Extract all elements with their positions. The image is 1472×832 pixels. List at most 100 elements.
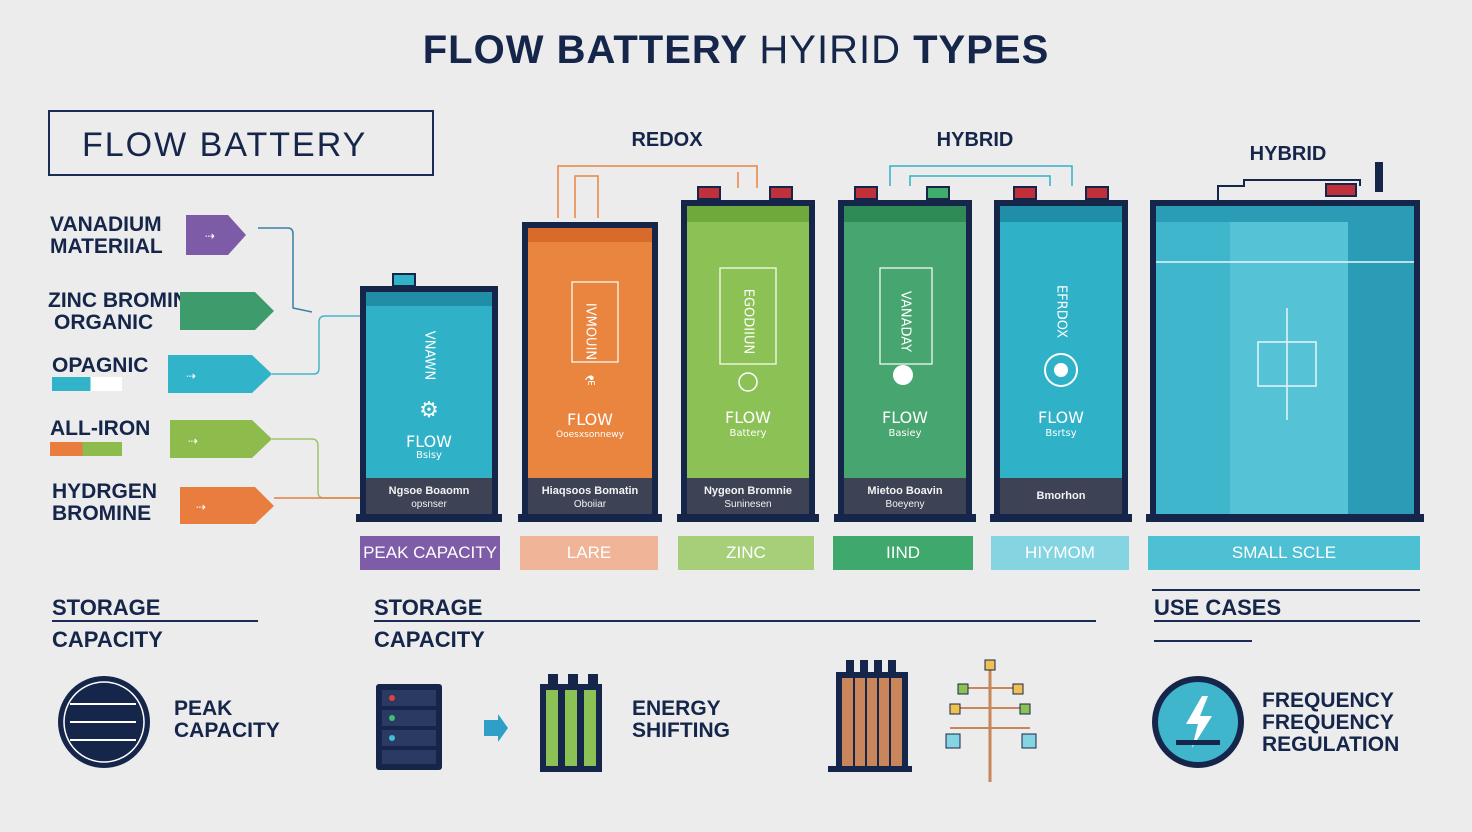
- title-part3: TYPES: [913, 28, 1050, 72]
- peak-line1: PEAK: [174, 697, 233, 720]
- svg-text:⇢: ⇢: [196, 500, 206, 514]
- battery-5-flow: FLOW: [1038, 408, 1084, 427]
- battery-3-flow: FLOW: [725, 408, 771, 427]
- title-part2: HYIRID: [759, 28, 901, 72]
- battery-3-base-line1: Nygeon Bromnie: [703, 485, 792, 497]
- battery-2-base: Hiaqsoos Bomatin Oboiiar: [528, 485, 652, 511]
- material-line2: BROMINE: [52, 502, 152, 525]
- battery-4-vertical-text: VANADAY: [897, 290, 913, 353]
- material-label-organic: OPAGNIC: [52, 355, 148, 377]
- battery-5-vertical-wrap: EFRDOX: [1000, 280, 1122, 340]
- material-label-zinc-bromine: ZINC BROMINE, ORGANIC: [48, 290, 208, 334]
- section-storage-capacity-2: STORAGE CAPACITY: [374, 592, 485, 656]
- svg-text:⇢: ⇢: [205, 229, 215, 243]
- battery-2-icon: ⚗: [584, 374, 596, 389]
- battery-cell-2: [518, 222, 662, 522]
- battery-cell-3: [677, 186, 819, 522]
- material-label-vanadium: VANADIUM MATERIIAL: [50, 214, 163, 258]
- battery-cell-4: [834, 186, 976, 522]
- battery-1-base: Ngsoe Boaomn opsnser: [366, 485, 492, 511]
- battery-4-flow: FLOW: [882, 408, 928, 427]
- material-tag-organic: ⇢: [168, 355, 272, 393]
- use-case-frequency-regulation: FREQUENCY FREQUENCY REGULATION: [1262, 690, 1399, 756]
- battery-4-sub: Basiey: [888, 428, 922, 439]
- battery-2-base-line1: Hiaqsoos Bomatin: [541, 485, 639, 497]
- battery-1-sub: Bsisy: [416, 450, 442, 461]
- section-line2: CAPACITY: [374, 627, 485, 652]
- battery-1-base-line2: opsnser: [411, 499, 447, 510]
- material-line2: MATERIIAL: [50, 235, 163, 258]
- section-storage-capacity-1: STORAGE CAPACITY: [52, 592, 163, 656]
- battery-3-vertical-wrap: EGODIIUN: [687, 289, 809, 354]
- material-label-hydrogen-bromine: HYDRGEN BROMINE: [52, 481, 157, 525]
- battery-3-base: Nygeon Bromnie Suninesen: [687, 485, 809, 511]
- organic-swatch: [52, 377, 122, 391]
- section-3-rule: [1154, 620, 1420, 622]
- section-line2: CAPACITY: [52, 627, 163, 652]
- scale-bar-1: PEAK CAPACITY: [360, 536, 500, 570]
- material-label-all-iron: ALL-IRON: [50, 418, 150, 440]
- svg-text:⇢: ⇢: [186, 369, 196, 383]
- group-label-hybrid-1: HYBRID: [937, 129, 1014, 151]
- material-tag-vanadium: ⇢: [186, 215, 246, 255]
- battery-top-connectors: [557, 165, 1073, 218]
- page-title: FLOW BATTERY HYIRID TYPES: [0, 28, 1472, 73]
- scale-bar-4: IIND: [833, 536, 973, 570]
- freq-line1: FREQUENCY: [1262, 689, 1394, 712]
- section-line1: STORAGE: [52, 595, 161, 620]
- battery-3-base-line2: Suninesen: [724, 499, 772, 510]
- battery-5-base: Bmorhon: [1000, 490, 1122, 503]
- battery-1-vertical-wrap: VNAWN: [366, 320, 492, 390]
- all-iron-swatch: [50, 442, 122, 456]
- battery-cell-6: [1146, 162, 1424, 522]
- material-connectors: [258, 227, 360, 499]
- title-part1: FLOW BATTERY: [422, 28, 748, 72]
- material-line1: ALL-IRON: [50, 417, 151, 440]
- section-line1: STORAGE: [374, 595, 483, 620]
- material-tag-zinc-bromine: [180, 292, 274, 330]
- freq-line2: FREQUENCY: [1262, 711, 1394, 734]
- battery-1-icon: ⚙: [419, 398, 439, 423]
- material-tag-hydrogen-bromine: ⇢: [180, 487, 274, 524]
- battery-2-sub: Ooesxsonnewy: [556, 430, 624, 440]
- scale-bar-5: HIYMOM: [991, 536, 1129, 570]
- material-line1: VANADIUM: [50, 213, 162, 236]
- battery-4-vertical-wrap: VANADAY: [844, 290, 966, 352]
- group-label-hybrid-2: HYBRID: [1250, 143, 1327, 165]
- battery-3-vertical-text: EGODIIUN: [740, 288, 756, 355]
- scale-bar-6: SMALL SCLE: [1148, 536, 1420, 570]
- battery-5-vertical-text: EFRDOX: [1053, 284, 1069, 339]
- scale-bar-3: ZINC: [678, 536, 814, 570]
- battery-1-flow: FLOW: [406, 432, 452, 451]
- energy-line1: ENERGY: [632, 697, 721, 720]
- battery-3-sub: Battery: [729, 428, 767, 439]
- battery-2-vertical-wrap: IVMOUIN: [528, 300, 652, 360]
- battery-5-base-line1: Bmorhon: [1036, 490, 1086, 502]
- material-line1: ZINC BROMINE,: [48, 289, 208, 312]
- battery-4-base: Mietoo Boavin Boeyeny: [844, 485, 966, 511]
- battery-5-sub: Bsrtsy: [1045, 428, 1077, 439]
- svg-text:⇢: ⇢: [188, 434, 198, 448]
- battery-2-flow: FLOW: [567, 410, 613, 429]
- peak-line2: CAPACITY: [174, 719, 280, 742]
- material-line2: ORGANIC: [54, 311, 154, 334]
- flow-battery-box: FLOW BATTERY: [48, 110, 434, 176]
- energy-line2: SHIFTING: [632, 719, 730, 742]
- battery-cell-5: [990, 186, 1132, 522]
- section-2-rule: [374, 620, 1096, 622]
- section-3-short-rule: [1154, 640, 1252, 642]
- section-3-top-rule: [1152, 589, 1420, 591]
- freq-line3: REGULATION: [1262, 733, 1400, 756]
- battery-4-base-line2: Boeyeny: [885, 499, 925, 510]
- section-use-cases: USE CASES: [1154, 595, 1282, 620]
- use-case-energy-shifting: ENERGY SHIFTING: [632, 698, 730, 742]
- material-tag-all-iron: ⇢: [170, 420, 272, 458]
- section-1-rule: [52, 620, 258, 622]
- battery-1-base-line1: Ngsoe Boaomn: [388, 485, 470, 497]
- battery-cell-1: [356, 273, 502, 522]
- battery-4-base-line1: Mietoo Boavin: [867, 485, 943, 497]
- scale-bar-2: LARE: [520, 536, 658, 570]
- use-case-peak-capacity: PEAK CAPACITY: [174, 698, 280, 742]
- material-line1: HYDRGEN: [52, 480, 158, 503]
